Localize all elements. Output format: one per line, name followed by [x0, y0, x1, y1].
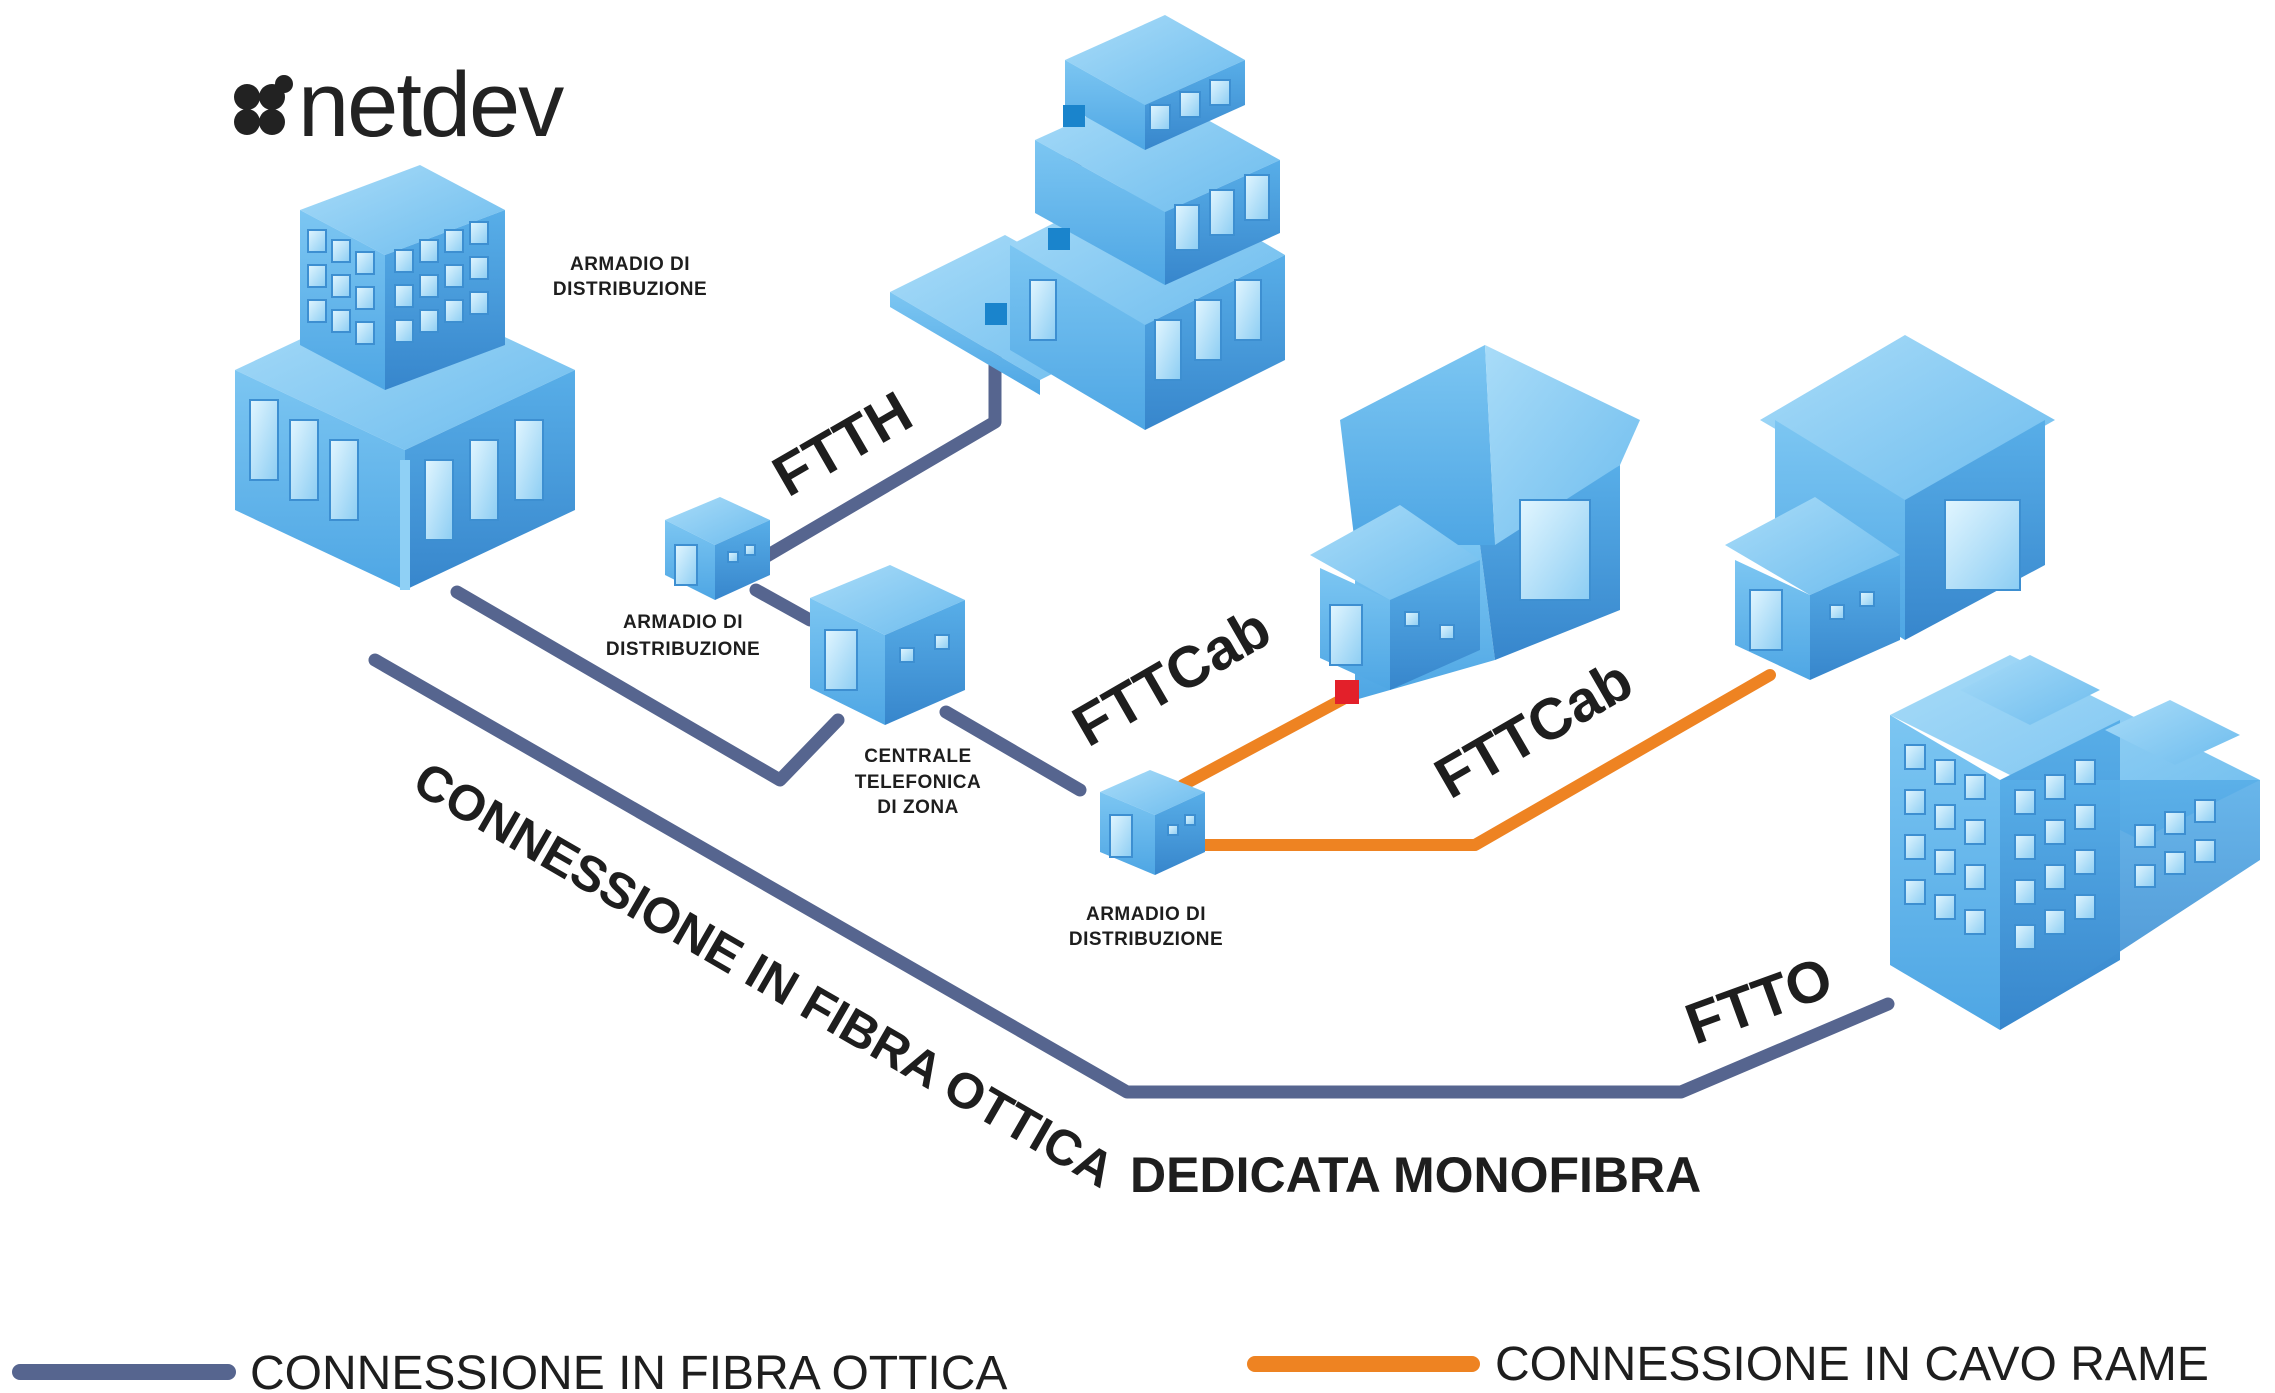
- cabinet-bottom: [1100, 770, 1205, 875]
- main-office-windows: [249, 221, 544, 541]
- house-1: [1310, 345, 1640, 704]
- legend-copper: CONNESSIONE IN CAVO RAME: [1247, 1338, 2209, 1391]
- label-line: ARMADIO DI: [570, 254, 690, 275]
- label-armadio-bottom: ARMADIO DI DISTRIBUZIONE: [1069, 904, 1223, 950]
- apartment-fiber-nodes: [985, 105, 1085, 325]
- logo-text: netdev: [298, 54, 564, 156]
- label-fibra-diagonal: CONNESSIONE IN FIBRA OTTICA: [405, 751, 1124, 1199]
- cabinet-top: [665, 497, 770, 600]
- fiber-node-icon: [1048, 228, 1070, 250]
- fiber-node-icon: [1063, 105, 1085, 127]
- label-fttcab-1: FTTCab: [1062, 595, 1281, 759]
- label-line: DISTRIBUZIONE: [553, 279, 707, 300]
- label-fibra-horizontal: DEDICATA MONOFIBRA: [1130, 1147, 1701, 1203]
- label-line: TELEFONICA: [855, 772, 981, 793]
- office-block: [1890, 655, 2260, 1030]
- house-2: [1725, 335, 2055, 680]
- main-to-centrale-line: [450, 585, 845, 787]
- ftto-line: [368, 653, 1895, 1099]
- label-fttcab-2: FTTCab: [1424, 647, 1643, 811]
- legend-copper-label: CONNESSIONE IN CAVO RAME: [1495, 1338, 2209, 1391]
- label-ftth: FTTH: [762, 379, 923, 509]
- legend-fiber-label: CONNESSIONE IN FIBRA OTTICA: [250, 1347, 1007, 1393]
- centrale-to-cabinet-line: [939, 705, 1087, 797]
- netdev-logo: netdev: [234, 54, 566, 156]
- main-office-pole: [400, 460, 410, 590]
- label-line: DI ZONA: [877, 797, 959, 818]
- cabinet-to-centrale-line: [749, 583, 817, 627]
- legend-fiber: CONNESSIONE IN FIBRA OTTICA: [12, 1347, 1007, 1393]
- label-line: CENTRALE: [864, 746, 971, 767]
- main-office-building: [235, 165, 575, 590]
- fiber-node-icon: [985, 303, 1007, 325]
- label-line: DISTRIBUZIONE: [1069, 929, 1223, 950]
- centrale-telefonica: [810, 565, 965, 725]
- office-block-windows: [1904, 744, 2216, 950]
- copper-node-icon: [1335, 680, 1359, 704]
- label-armadio-mid: ARMADIO DI DISTRIBUZIONE: [606, 612, 760, 660]
- copper-connections: [1177, 669, 1776, 851]
- legend: CONNESSIONE IN FIBRA OTTICA CONNESSIONE …: [12, 1338, 2209, 1393]
- copper-house1-line: [1177, 692, 1351, 791]
- label-line: ARMADIO DI: [1086, 904, 1206, 925]
- label-line: DISTRIBUZIONE: [606, 639, 760, 660]
- logo-mark-icon: [234, 75, 293, 135]
- copper-house2-line: [1194, 669, 1776, 851]
- apartment-building: [890, 15, 1285, 430]
- label-centrale: CENTRALE TELEFONICA DI ZONA: [855, 746, 981, 818]
- label-line: ARMADIO DI: [623, 612, 743, 633]
- apartment-windows: [1029, 79, 1270, 381]
- label-armadio-top: ARMADIO DI DISTRIBUZIONE: [553, 254, 707, 300]
